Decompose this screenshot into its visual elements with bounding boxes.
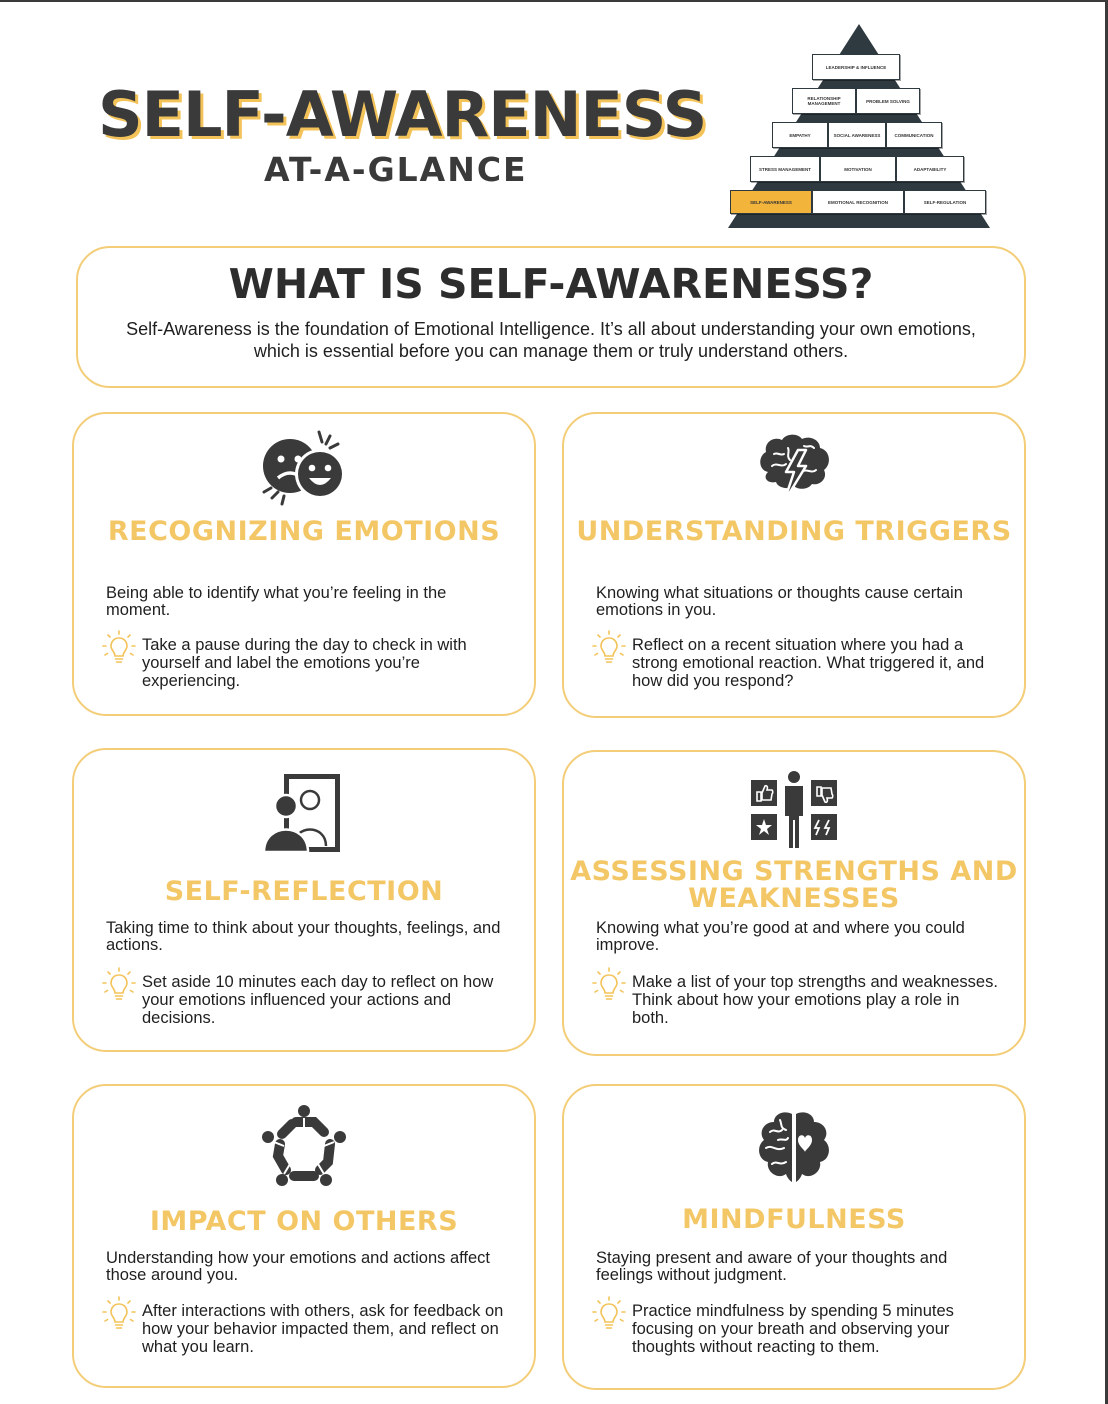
card-strengths-weaknesses: ASSESSING STRENGTHS AND WEAKNESSES Knowi…	[562, 750, 1026, 1056]
pyramid-block: PROBLEM SOLVING	[856, 88, 920, 114]
card-title: UNDERSTANDING TRIGGERS	[576, 516, 1012, 547]
card-mindfulness: MINDFULNESS Staying present and aware of…	[562, 1084, 1026, 1390]
pyramid-row-1: LEADERSHIP & INFLUENCE	[812, 54, 900, 80]
tip-text: Make a list of your top strengths and we…	[632, 973, 998, 1027]
card-description: Staying present and aware of your though…	[596, 1249, 948, 1284]
pyramid-block: COMMUNICATION	[886, 122, 942, 148]
intro-box: WHAT IS SELF-AWARENESS? Self-Awareness i…	[76, 246, 1026, 388]
lightbulb-icon	[592, 1296, 626, 1329]
lightbulb-icon	[102, 967, 136, 1000]
pyramid-block: ADAPTABILITY	[896, 156, 964, 182]
tip-text: After interactions with others, ask for …	[142, 1302, 504, 1356]
pyramid-row-3: EMPATHY SOCIAL AWARENESS COMMUNICATION	[772, 122, 942, 148]
strengths-weaknesses-icon	[749, 770, 839, 855]
tip-text: Reflect on a recent situation where you …	[632, 636, 985, 690]
pyramid-block-highlighted: SELF-AWARENESS	[730, 190, 812, 214]
brain-lightning-icon	[754, 432, 834, 511]
pyramid-block: RELATIONSHIP MANAGEMENT	[792, 88, 856, 114]
card-understanding-triggers: UNDERSTANDING TRIGGERS Knowing what situ…	[562, 412, 1026, 718]
people-circle-icon	[258, 1104, 350, 1199]
sub-title: AT-A-GLANCE	[264, 150, 528, 189]
tip-text: Take a pause during the day to check in …	[142, 636, 467, 690]
pyramid-block: EMPATHY	[772, 122, 828, 148]
pyramid-block: EMOTIONAL RECOGNITION	[812, 190, 904, 214]
card-title: MINDFULNESS	[682, 1204, 906, 1235]
card-title: IMPACT ON OTHERS	[149, 1206, 459, 1237]
card-description: Knowing what you’re good at and where yo…	[596, 919, 965, 954]
intro-title: WHAT IS SELF-AWARENESS?	[228, 260, 874, 308]
frame-top-border	[0, 0, 1108, 2]
lightbulb-icon	[102, 1296, 136, 1329]
pyramid-row-2: RELATIONSHIP MANAGEMENT PROBLEM SOLVING	[792, 88, 920, 114]
card-description: Understanding how your emotions and acti…	[106, 1249, 491, 1284]
frame-right-border	[1105, 0, 1108, 1404]
card-recognizing-emotions: RECOGNIZING EMOTIONS Being able to ident…	[72, 412, 536, 716]
pyramid-block: STRESS MANAGEMENT	[750, 156, 820, 182]
card-description: Being able to identify what you’re feeli…	[106, 584, 447, 619]
card-title: RECOGNIZING EMOTIONS	[107, 516, 501, 547]
tip: Practice mindfulness by spending 5 minut…	[592, 1296, 998, 1356]
tip: Take a pause during the day to check in …	[102, 630, 508, 690]
pyramid-row-5: SELF-AWARENESS EMOTIONAL RECOGNITION SEL…	[730, 190, 986, 214]
intro-body: Self-Awareness is the foundation of Emot…	[126, 319, 976, 361]
card-title: SELF-REFLECTION	[164, 876, 444, 907]
card-description: Knowing what situations or thoughts caus…	[596, 584, 963, 619]
tip: After interactions with others, ask for …	[102, 1296, 508, 1356]
tip-text: Set aside 10 minutes each day to reflect…	[142, 973, 494, 1027]
card-self-reflection: SELF-REFLECTION Taking time to think abo…	[72, 748, 536, 1052]
brain-heart-icon	[756, 1110, 832, 1189]
card-description: Taking time to think about your thoughts…	[106, 919, 501, 954]
tip: Reflect on a recent situation where you …	[592, 630, 998, 690]
tip-text: Practice mindfulness by spending 5 minut…	[632, 1302, 954, 1356]
pyramid-row-4: STRESS MANAGEMENT MOTIVATION ADAPTABILIT…	[750, 156, 964, 182]
card-impact-on-others: IMPACT ON OTHERS Understanding how your …	[72, 1084, 536, 1388]
tip: Set aside 10 minutes each day to reflect…	[102, 967, 508, 1027]
pyramid-block: LEADERSHIP & INFLUENCE	[812, 54, 900, 80]
main-title: SELF-AWARENESS	[98, 78, 707, 151]
card-title: ASSESSING STRENGTHS AND WEAKNESSES	[570, 856, 1018, 914]
lightbulb-icon	[102, 630, 136, 663]
pyramid-block: SELF-REGULATION	[904, 190, 986, 214]
mirror-person-icon	[262, 772, 344, 859]
pyramid-block: MOTIVATION	[820, 156, 896, 182]
lightbulb-icon	[592, 967, 626, 1000]
pyramid-block: SOCIAL AWARENESS	[828, 122, 886, 148]
emotions-faces-icon	[256, 428, 352, 513]
tip: Make a list of your top strengths and we…	[592, 967, 998, 1027]
ei-pyramid: LEADERSHIP & INFLUENCE RELATIONSHIP MANA…	[728, 24, 990, 228]
lightbulb-icon	[592, 630, 626, 663]
